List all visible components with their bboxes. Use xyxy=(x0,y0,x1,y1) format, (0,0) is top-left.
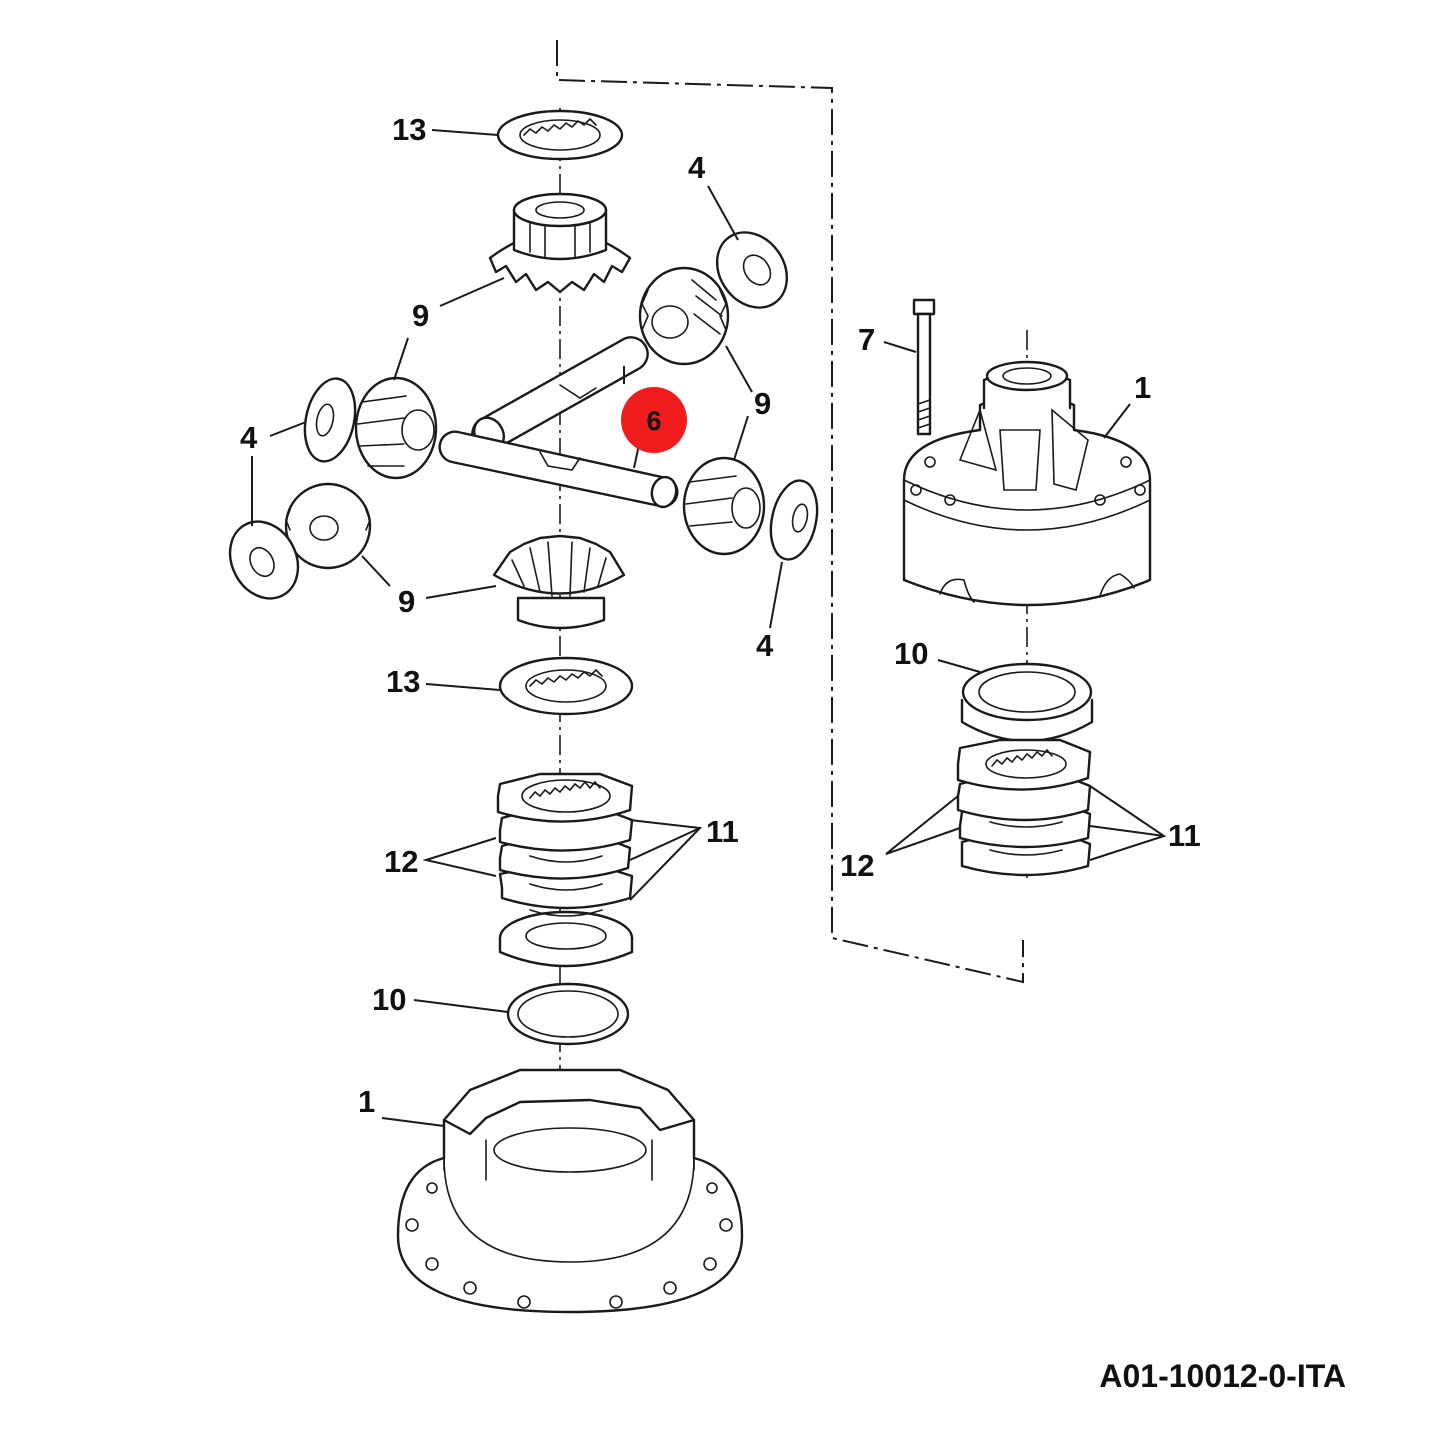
pinion-gear-left xyxy=(354,376,438,480)
pinion-gear-upper-right xyxy=(638,266,730,366)
pinion-gear-right xyxy=(682,456,766,556)
seal-ring-left xyxy=(506,982,630,1046)
diff-housing-left xyxy=(396,1068,744,1314)
callout-11-left: 11 xyxy=(706,814,739,849)
washer-top-right xyxy=(715,231,789,309)
bolt xyxy=(912,298,936,436)
washer-right xyxy=(769,479,819,561)
leader-lines xyxy=(251,129,1167,1127)
callout-7: 7 xyxy=(858,322,875,357)
highlight-marker xyxy=(621,387,687,453)
washer-lower-left xyxy=(228,520,300,600)
clutch-disc-stack-right xyxy=(956,738,1092,877)
callout-10-right: 10 xyxy=(894,636,928,671)
callout-10-left: 10 xyxy=(372,982,406,1017)
drawing-code: A01-10012-0-ITA xyxy=(1099,1358,1346,1394)
thrust-washer-top xyxy=(496,109,624,161)
callout-12-right: 12 xyxy=(840,848,874,883)
cross-pin-lower xyxy=(438,430,679,509)
side-gear-lower xyxy=(492,534,626,630)
seal-ring-right xyxy=(960,662,1094,743)
callout-9-right: 9 xyxy=(754,386,771,421)
callout-6: 6 xyxy=(646,406,661,436)
callout-4-left: 4 xyxy=(240,420,258,455)
callout-1-right: 1 xyxy=(1134,370,1151,405)
washer-left xyxy=(303,377,357,463)
callout-4-bottom-right: 4 xyxy=(756,628,774,663)
highlighted-callout[interactable]: 6 xyxy=(621,387,687,453)
callout-13-top: 13 xyxy=(392,112,426,147)
callout-9-upper: 9 xyxy=(412,298,429,333)
callout-11-right: 11 xyxy=(1168,818,1201,853)
callout-9-lower-left: 9 xyxy=(398,584,415,619)
callout-12-left: 12 xyxy=(384,844,418,879)
diff-housing-right xyxy=(902,360,1152,607)
side-gear-upper xyxy=(488,192,632,294)
assembly-guide-line xyxy=(556,40,1024,984)
pinion-gear-lower-left xyxy=(284,482,372,570)
cross-pin-upper xyxy=(471,336,649,452)
thrust-washer-bottom xyxy=(498,656,634,716)
callout-1-left: 1 xyxy=(358,1084,375,1119)
callout-13-bottom: 13 xyxy=(386,664,420,699)
clutch-disc-stack-left xyxy=(496,772,634,968)
callout-4-top-right: 4 xyxy=(688,150,706,185)
